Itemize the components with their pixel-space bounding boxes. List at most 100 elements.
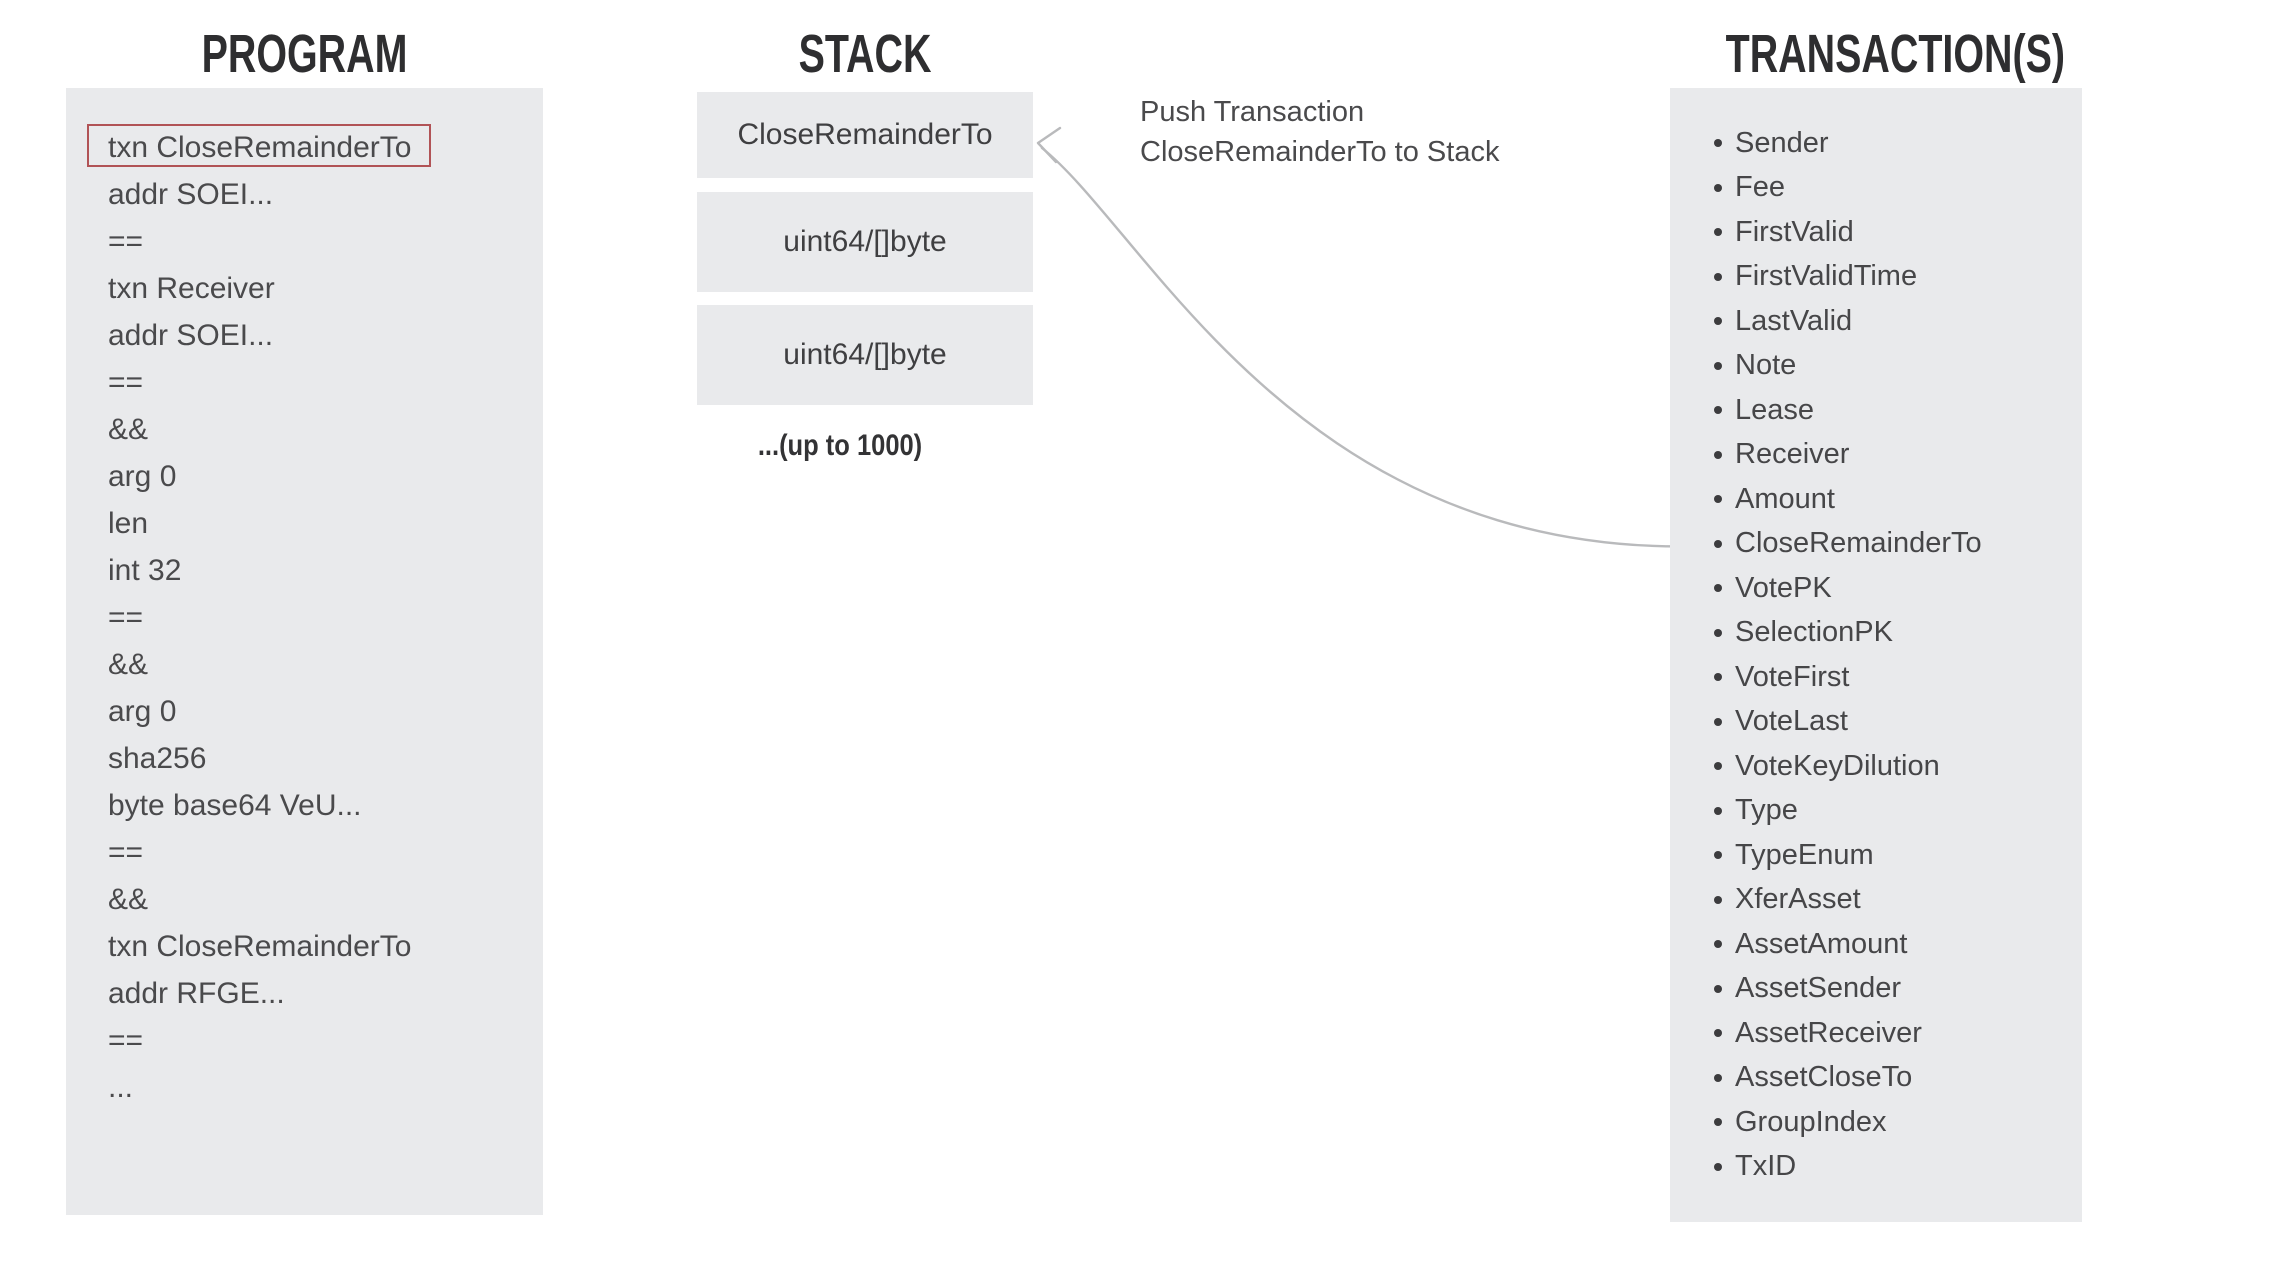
bullet-icon (1714, 806, 1722, 815)
code-line-text: == (108, 836, 144, 869)
transaction-field-label: Type (1735, 794, 1798, 827)
transaction-field-label: VotePK (1735, 571, 1832, 604)
transaction-field-label: SelectionPK (1735, 616, 1893, 649)
code-line: ... (108, 1064, 523, 1111)
code-line: addr SOEI... (108, 171, 523, 218)
code-line-text: ... (108, 1071, 134, 1104)
bullet-icon (1714, 495, 1722, 504)
bullet-icon (1714, 1118, 1722, 1127)
push-arrowhead-icon (1036, 126, 1062, 164)
transactions-panel: Sender Fee FirstValid FirstValidTime Las… (1670, 88, 2082, 1222)
code-line: arg 0 (108, 453, 523, 500)
bullet-icon (1714, 1029, 1722, 1038)
transaction-field: Note (1714, 344, 2072, 389)
transaction-field-label: VoteLast (1735, 705, 1848, 738)
transaction-field-label: AssetAmount (1735, 927, 1908, 960)
transaction-field: TxID (1714, 1145, 2072, 1190)
transaction-field-label: TypeEnum (1735, 838, 1874, 871)
bullet-icon (1714, 717, 1722, 726)
transactions-column-title: TRANSACTION(S) (1725, 24, 2066, 84)
transaction-field-label: Receiver (1735, 438, 1850, 471)
code-line-text: == (108, 601, 144, 634)
transaction-field: Amount (1714, 477, 2072, 522)
transaction-field: Sender (1714, 121, 2072, 166)
transaction-field-label: XferAsset (1735, 883, 1861, 916)
code-line: byte base64 VeU... (108, 782, 523, 829)
code-line: == (108, 829, 523, 876)
code-line: && (108, 876, 523, 923)
code-line-text: addr RFGE... (108, 977, 285, 1010)
code-line-text: txn CloseRemainderTo (87, 124, 432, 167)
code-line: int 32 (108, 547, 523, 594)
stack-cell-text: uint64/[]byte (783, 225, 947, 258)
code-line-text: == (108, 1024, 144, 1057)
bullet-icon (1714, 984, 1722, 993)
transaction-field-label: VoteFirst (1735, 660, 1850, 693)
code-line-text: int 32 (108, 554, 182, 587)
bullet-icon (1714, 851, 1722, 860)
transaction-field-label: Sender (1735, 126, 1829, 159)
code-line-text: && (108, 648, 149, 681)
transaction-field: FirstValid (1714, 210, 2072, 255)
code-line: == (108, 594, 523, 641)
transaction-field: FirstValidTime (1714, 255, 2072, 300)
push-annotation: Push Transaction CloseRemainderTo to Sta… (1140, 92, 1499, 172)
code-line-text: txn Receiver (108, 272, 275, 305)
stack-cell: CloseRemainderTo (697, 92, 1033, 178)
bullet-icon (1714, 673, 1722, 682)
code-line: txn Receiver (108, 265, 523, 312)
code-line-text: == (108, 225, 144, 258)
bullet-icon (1714, 317, 1722, 326)
transaction-field-label: LastValid (1735, 304, 1853, 337)
code-line: addr RFGE... (108, 970, 523, 1017)
code-line-text: && (108, 413, 149, 446)
bullet-icon (1714, 1073, 1722, 1082)
transaction-field-label: Amount (1735, 482, 1835, 515)
code-line: txn CloseRemainderTo (87, 124, 523, 171)
transaction-field-label: AssetSender (1735, 972, 1902, 1005)
transaction-field: VoteKeyDilution (1714, 744, 2072, 789)
transaction-field: AssetSender (1714, 967, 2072, 1012)
push-annotation-line2: CloseRemainderTo to Stack (1140, 136, 1500, 168)
stack-cell-text: uint64/[]byte (783, 338, 947, 371)
transaction-field: TypeEnum (1714, 833, 2072, 878)
code-line: && (108, 406, 523, 453)
transaction-field: SelectionPK (1714, 611, 2072, 656)
bullet-icon (1714, 183, 1722, 192)
bullet-icon (1714, 539, 1722, 548)
transaction-field: AssetReceiver (1714, 1011, 2072, 1056)
transaction-field-label: CloseRemainderTo (1735, 527, 1982, 560)
transaction-field: XferAsset (1714, 878, 2072, 923)
bullet-icon (1714, 584, 1722, 593)
transaction-field: AssetAmount (1714, 922, 2072, 967)
transaction-field: Lease (1714, 388, 2072, 433)
code-line-text: arg 0 (108, 695, 177, 728)
bullet-icon (1714, 406, 1722, 415)
transaction-field: AssetCloseTo (1714, 1056, 2072, 1101)
bullet-icon (1714, 895, 1722, 904)
transaction-field: Type (1714, 789, 2072, 834)
code-line: == (108, 359, 523, 406)
code-line: addr SOEI... (108, 312, 523, 359)
program-column-title: PROGRAM (201, 24, 408, 84)
code-line-text: byte base64 VeU... (108, 789, 362, 822)
transaction-field-label: GroupIndex (1735, 1105, 1887, 1138)
code-line-text: addr SOEI... (108, 178, 274, 211)
transaction-field-label: AssetReceiver (1735, 1016, 1922, 1049)
code-line-text: addr SOEI... (108, 319, 274, 352)
bullet-icon (1714, 1162, 1722, 1171)
transaction-field: Fee (1714, 166, 2072, 211)
code-line: arg 0 (108, 688, 523, 735)
transaction-field: VoteFirst (1714, 655, 2072, 700)
bullet-icon (1714, 139, 1722, 148)
code-line: == (108, 218, 523, 265)
transaction-field-label: Lease (1735, 393, 1815, 426)
transaction-field: LastValid (1714, 299, 2072, 344)
code-line: sha256 (108, 735, 523, 782)
bullet-icon (1714, 228, 1722, 237)
stack-cell-text: CloseRemainderTo (737, 118, 993, 151)
transaction-field-label: FirstValid (1735, 215, 1854, 248)
code-line: len (108, 500, 523, 547)
transaction-field-label: Fee (1735, 171, 1785, 204)
